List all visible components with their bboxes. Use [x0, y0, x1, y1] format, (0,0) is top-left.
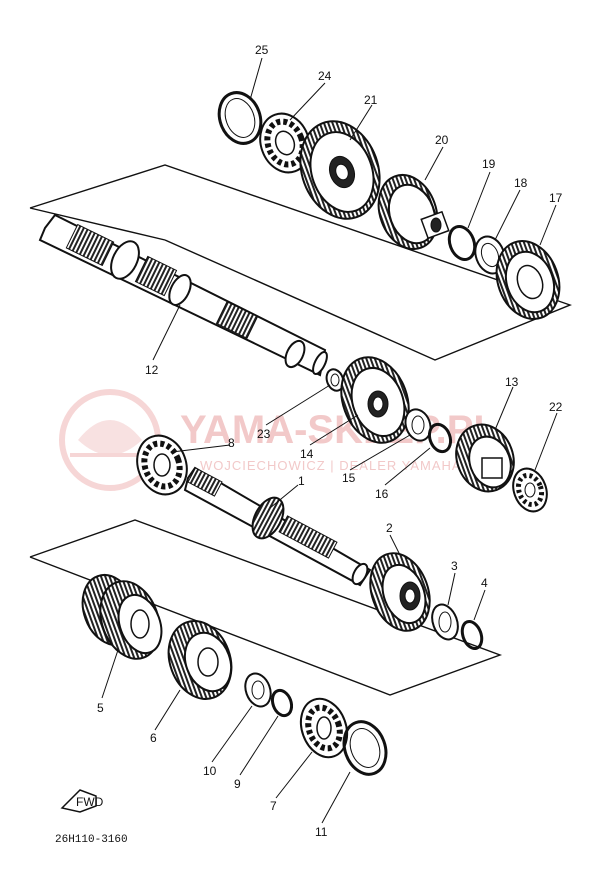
lower-assembly-frame: [29, 519, 503, 696]
callout-10: 10: [203, 764, 217, 778]
callout-20: 20: [435, 133, 449, 147]
callout-22: 22: [549, 400, 563, 414]
callout-11: 11: [315, 825, 328, 839]
callout-3: 3: [451, 559, 458, 573]
callout-2: 2: [386, 521, 393, 535]
part-4-circlip: [460, 619, 484, 651]
part-19-circlip: [447, 225, 477, 261]
callout-17: 17: [549, 191, 563, 205]
part-15-washer: [404, 408, 432, 442]
part-10-washer: [244, 672, 272, 708]
watermark-text: YAMA-SKLEP.PL: [180, 408, 498, 452]
upper-frame-edge: [29, 207, 166, 241]
part-25-circlip: [217, 91, 263, 145]
part-3-washer: [431, 603, 459, 641]
callout-23: 23: [257, 427, 271, 441]
part-17-gear: [495, 240, 561, 320]
part-21-gear: [299, 120, 381, 220]
callout-8: 8: [228, 436, 235, 450]
leader-lines: [101, 57, 558, 824]
callout-19: 19: [482, 157, 496, 171]
callout-5: 5: [97, 701, 104, 715]
callout-9: 9: [234, 777, 241, 791]
part-7-bearing: [299, 697, 349, 759]
callout-4: 4: [481, 576, 488, 590]
callout-15: 15: [342, 471, 356, 485]
part-14-gear: [340, 356, 410, 444]
watermark-subtext: WOJCIECHOWICZ | DEALER YAMAHA: [200, 458, 462, 473]
part-8-bearing: [136, 434, 188, 496]
callout-12: 12: [145, 363, 159, 377]
fwd-label: FWD: [76, 795, 104, 809]
callout-24: 24: [318, 69, 332, 83]
part-1-drive-axle: [183, 466, 372, 587]
callout-labels: 1 2 3 4 5 6 7 8 9 10 11 12 13 14 15 16 1…: [97, 43, 563, 839]
callout-6: 6: [150, 731, 157, 745]
callout-16: 16: [375, 487, 389, 501]
part-22-bearing: [512, 467, 548, 513]
callout-25: 25: [255, 43, 269, 57]
upper-assembly-frame: [29, 164, 572, 361]
callout-21: 21: [364, 93, 378, 107]
part-5-gear: [81, 574, 163, 660]
callout-1: 1: [298, 474, 305, 488]
part-12-main-shaft: [38, 213, 328, 377]
callout-18: 18: [514, 176, 528, 190]
part-9-circlip: [270, 688, 294, 718]
part-6-gear: [167, 620, 233, 700]
callout-7: 7: [270, 799, 277, 813]
watermark: YAMA-SKLEP.PL WOJCIECHOWICZ | DEALER YAM…: [59, 389, 498, 491]
part-11-circlip: [342, 720, 388, 776]
part-24-bearing: [259, 112, 311, 174]
part-16-circlip: [427, 422, 453, 454]
callout-13: 13: [505, 375, 519, 389]
fwd-arrow-icon: FWD: [60, 789, 104, 813]
part-20-gear: [377, 174, 450, 250]
drawing-code: 26H110-3160: [55, 834, 128, 846]
callout-14: 14: [300, 447, 314, 461]
part-2-gear: [369, 552, 431, 632]
part-13-gear: [455, 423, 515, 493]
